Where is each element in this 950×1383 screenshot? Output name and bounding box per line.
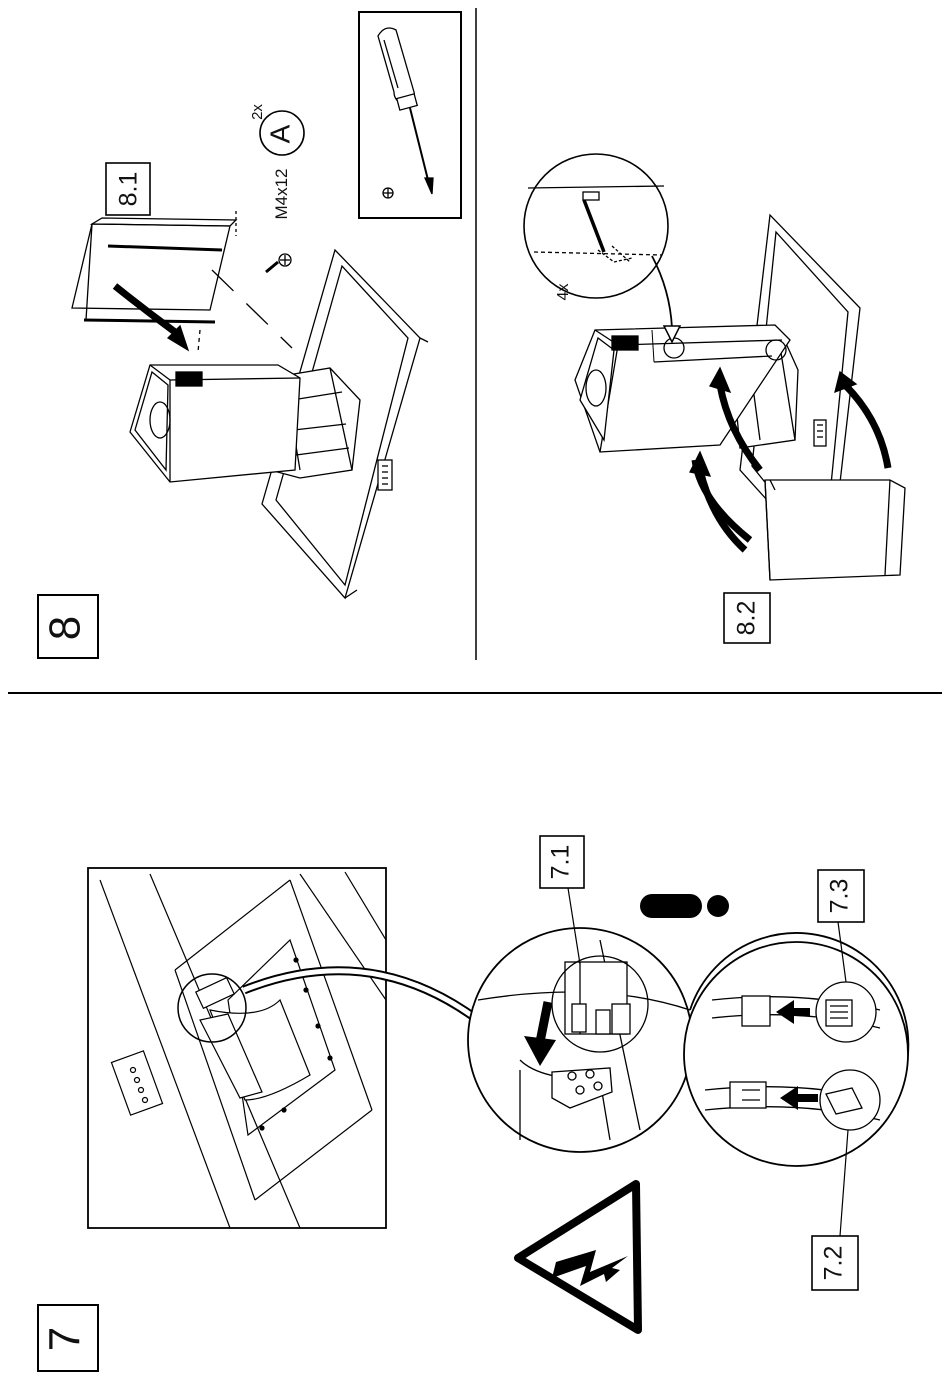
plug-connector bbox=[565, 962, 630, 1034]
step-8-1-badge: 8.1 bbox=[106, 163, 150, 215]
step-8-1-label: 8.1 bbox=[115, 172, 143, 207]
vent-grille bbox=[176, 372, 202, 386]
attention-icon bbox=[640, 894, 729, 918]
step-8-number: 8 bbox=[41, 616, 90, 640]
callout-7-2-label: 7.2 bbox=[820, 1246, 848, 1281]
part-a-callout: A 2x bbox=[249, 104, 304, 155]
quantity-label: 2x bbox=[249, 104, 266, 120]
control-panel bbox=[378, 460, 392, 490]
connector-detail-7-2-7-3 bbox=[684, 933, 908, 1166]
step-8-badge: 8 bbox=[38, 595, 98, 658]
step-8-2-badge: 8.2 bbox=[724, 593, 770, 643]
motor-box bbox=[130, 365, 300, 482]
control-panel-right bbox=[814, 420, 826, 446]
figure-8-2 bbox=[524, 154, 905, 580]
hood-interior-view bbox=[88, 868, 386, 1228]
figure-8-1 bbox=[72, 211, 428, 598]
screw-icon bbox=[266, 254, 291, 272]
cover-panel bbox=[72, 218, 236, 322]
callout-7-3-label: 7.3 bbox=[826, 879, 854, 914]
socket-7-3 bbox=[742, 996, 770, 1026]
tool-box bbox=[359, 12, 461, 218]
part-letter: A bbox=[264, 124, 295, 143]
vent-grille-right bbox=[612, 336, 638, 350]
screw-spec-label: M4x12 bbox=[272, 168, 291, 219]
socket-7-2 bbox=[730, 1082, 766, 1108]
step-7-badge: 7 bbox=[38, 1305, 98, 1371]
side-cover-panel bbox=[765, 480, 905, 580]
detail-count-label: 4x bbox=[555, 284, 572, 301]
phillips-head-icon bbox=[383, 188, 393, 198]
detail-magnifier bbox=[524, 154, 680, 342]
step-7-number: 7 bbox=[41, 1327, 90, 1351]
electrical-warning-icon bbox=[518, 1184, 638, 1330]
step-8-2-label: 8.2 bbox=[733, 601, 761, 636]
callout-7-1-label: 7.1 bbox=[547, 845, 575, 880]
